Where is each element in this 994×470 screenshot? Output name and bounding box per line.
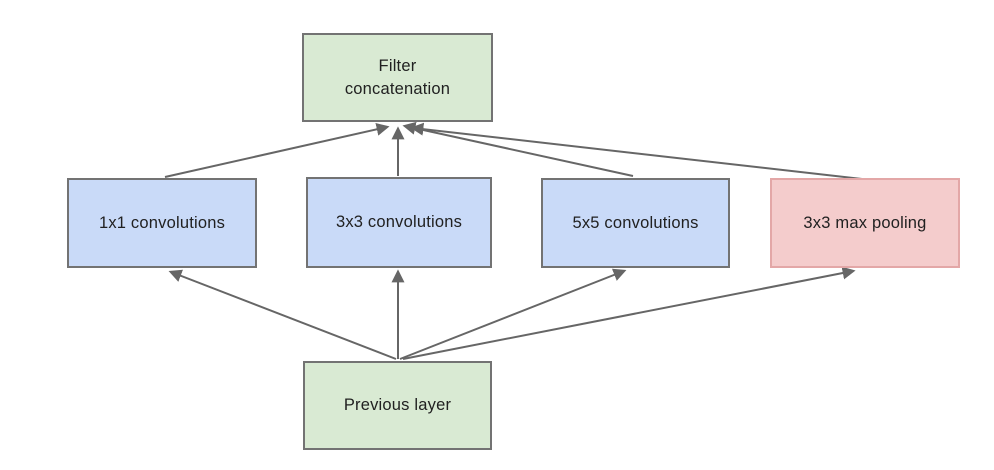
arrow-conv5x5-to-filter-concat bbox=[402, 121, 634, 177]
node-1x1-convolutions: 1x1 convolutions bbox=[67, 178, 257, 268]
arrow-previous-to-maxpool bbox=[402, 266, 856, 360]
node-5x5-convolutions: 5x5 convolutions bbox=[541, 178, 730, 268]
arrow-previous-to-conv1x1 bbox=[168, 269, 397, 360]
node-3x3-max-pooling: 3x3 max pooling bbox=[770, 178, 960, 268]
arrow-previous-to-conv5x5 bbox=[399, 268, 627, 360]
arrow-conv1x1-to-filter-concat bbox=[164, 122, 390, 178]
node-previous-layer: Previous layer bbox=[303, 361, 492, 450]
arrow-maxpool-to-filter-concat bbox=[410, 122, 863, 180]
node-filter-concatenation: Filter concatenation bbox=[302, 33, 493, 122]
node-3x3-convolutions: 3x3 convolutions bbox=[306, 177, 492, 268]
